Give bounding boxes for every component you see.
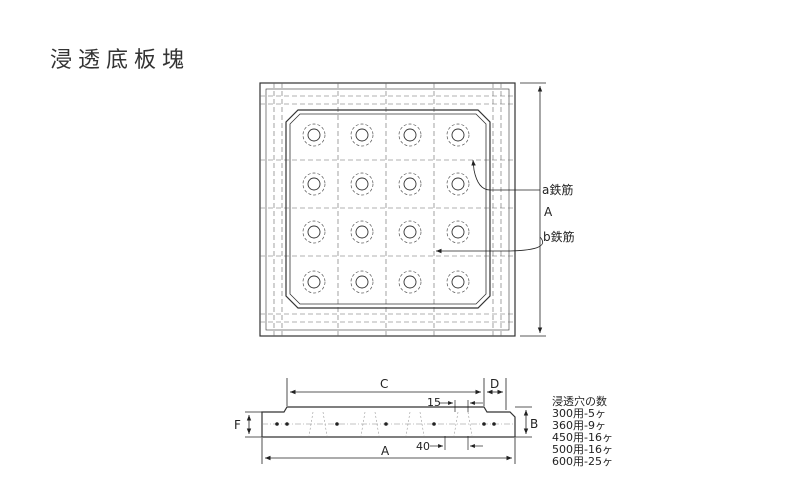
dim-d	[487, 378, 507, 410]
dim-40-label: 40	[416, 440, 430, 453]
infiltration-hole	[398, 172, 422, 196]
hole-count-heading: 浸透穴の数	[552, 395, 607, 408]
hole-count-row: 450用-16ヶ	[552, 431, 613, 444]
dim-a-horizontal	[261, 438, 516, 464]
infiltration-hole	[446, 123, 470, 147]
rebar-dot	[482, 422, 486, 426]
slab-inner-edge	[265, 88, 510, 331]
infiltration-hole	[398, 270, 422, 294]
infiltration-hole	[350, 220, 374, 244]
label-b-rebar: b鉄筋	[543, 229, 575, 244]
rebar-dot	[335, 422, 339, 426]
dim-b	[515, 406, 532, 438]
hole-count-table: 浸透穴の数 300用-5ヶ 360用-9ヶ 450用-16ヶ 500用-16ヶ …	[552, 396, 613, 468]
dim-a-label: A	[544, 205, 553, 219]
section-hole-cones	[308, 411, 473, 437]
dim-40	[430, 436, 483, 450]
hole-count-row: 500用-16ヶ	[552, 443, 613, 456]
dim-d-label: D	[490, 377, 499, 391]
infiltration-hole	[350, 172, 374, 196]
infiltration-hole	[350, 270, 374, 294]
infiltration-hole	[350, 123, 374, 147]
hole-count-row: 600用-25ヶ	[552, 455, 613, 468]
rebar-dot	[275, 422, 279, 426]
section-outline	[261, 406, 516, 438]
dim-f-label: F	[234, 418, 241, 432]
dim-15	[440, 400, 483, 412]
infiltration-hole	[302, 172, 326, 196]
leader-b-rebar	[436, 236, 544, 254]
infiltration-hole	[398, 123, 422, 147]
rebar-dot	[432, 422, 436, 426]
dim-c-label: C	[380, 377, 388, 391]
rebar-grid	[260, 83, 515, 336]
dim-15-label: 15	[427, 396, 441, 409]
plan-view	[259, 82, 516, 337]
dim-a-horizontal-label: A	[381, 444, 390, 458]
infiltration-holes	[302, 123, 470, 294]
recess-inner	[289, 113, 487, 305]
label-a-rebar: a鉄筋	[542, 182, 573, 197]
dim-f	[245, 411, 262, 438]
dim-c	[286, 378, 485, 406]
rebar-dot	[492, 422, 496, 426]
recess-outer	[285, 109, 491, 309]
infiltration-hole	[302, 270, 326, 294]
infiltration-hole	[302, 123, 326, 147]
hole-count-row: 360用-9ヶ	[552, 419, 606, 432]
infiltration-hole	[302, 220, 326, 244]
hole-count-row: 300用-5ヶ	[552, 407, 606, 420]
infiltration-hole	[446, 220, 470, 244]
section-rebar-dots	[275, 422, 496, 426]
infiltration-hole	[446, 172, 470, 196]
dim-b-label: B	[530, 417, 538, 431]
rebar-dot	[285, 422, 289, 426]
infiltration-hole	[398, 220, 422, 244]
rebar-dot	[384, 422, 388, 426]
section-view	[261, 406, 516, 438]
dim-a-vertical	[520, 82, 546, 337]
page-title: 浸透底板塊	[50, 48, 191, 73]
slab-outline	[259, 82, 516, 337]
leader-a-rebar	[471, 159, 540, 191]
infiltration-hole	[446, 270, 470, 294]
